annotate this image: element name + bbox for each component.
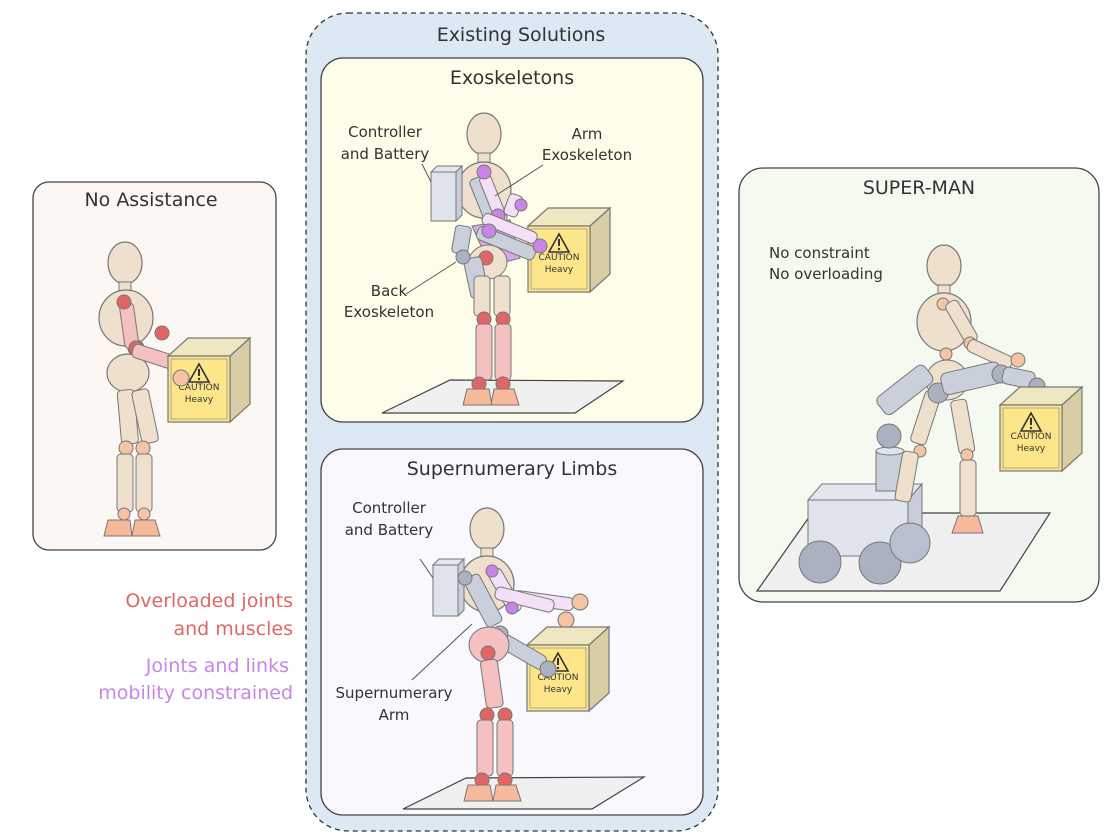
legend-constrained-line1: Joints and links xyxy=(145,655,289,677)
legend-overloaded-line1: Overloaded joints xyxy=(125,590,293,612)
sl-controller-label-2: and Battery xyxy=(345,521,434,539)
exo-back-label-2: Exoskeleton xyxy=(344,303,434,321)
legend-constrained-line2: mobility constrained xyxy=(98,682,293,704)
supernumerary-title: Supernumerary Limbs xyxy=(407,458,618,480)
superman-box-caution: CAUTION xyxy=(1011,432,1052,442)
superman-title: SUPER-MAN xyxy=(863,177,975,199)
exo-arm-label-1: Arm xyxy=(572,125,603,143)
no-assistance-figure: CAUTION Heavy xyxy=(98,241,251,537)
supernumerary-figure: CAUTION Heavy xyxy=(431,507,610,802)
sl-arm-label-2: Arm xyxy=(379,706,410,724)
existing-solutions-group: Existing Solutions Exoskeletons xyxy=(305,12,719,832)
superman-note-1: No constraint xyxy=(769,244,870,262)
exo-arm-label-2: Exoskeleton xyxy=(542,146,632,164)
existing-solutions-title: Existing Solutions xyxy=(437,24,606,46)
exoskeleton-box-caution: CAUTION xyxy=(539,253,580,263)
exoskeletons-panel: Exoskeletons xyxy=(320,57,704,423)
sl-controller-label-1: Controller xyxy=(352,499,427,517)
no-assistance-panel: No Assistance CAUTION Heavy xyxy=(32,181,277,551)
supernumerary-box-caution: CAUTION xyxy=(538,673,579,683)
no-assistance-title: No Assistance xyxy=(84,189,217,211)
superman-box-heavy: Heavy xyxy=(1017,444,1046,454)
superman-panel: SUPER-MAN No constraint No overloading xyxy=(738,167,1100,603)
legend: Overloaded joints and muscles Joints and… xyxy=(98,590,293,704)
sl-arm-label-1: Supernumerary xyxy=(336,684,453,702)
superman-figure: CAUTION Heavy xyxy=(798,244,1083,585)
exoskeletons-title: Exoskeletons xyxy=(450,67,574,89)
legend-overloaded-line2: and muscles xyxy=(173,618,293,640)
exo-controller-label-1: Controller xyxy=(348,123,423,141)
supernumerary-panel: Supernumerary Limbs CAU xyxy=(320,448,704,816)
superman-note-2: No overloading xyxy=(769,265,883,283)
no-assistance-box-caution: CAUTION xyxy=(179,383,220,393)
exo-controller-label-2: and Battery xyxy=(341,145,430,163)
exoskeleton-box-heavy: Heavy xyxy=(545,265,574,275)
supernumerary-box-heavy: Heavy xyxy=(544,685,573,695)
exo-back-label-1: Back xyxy=(371,282,408,300)
no-assistance-box-heavy: Heavy xyxy=(185,395,214,405)
exoskeleton-figure: CAUTION Heavy xyxy=(429,112,611,406)
